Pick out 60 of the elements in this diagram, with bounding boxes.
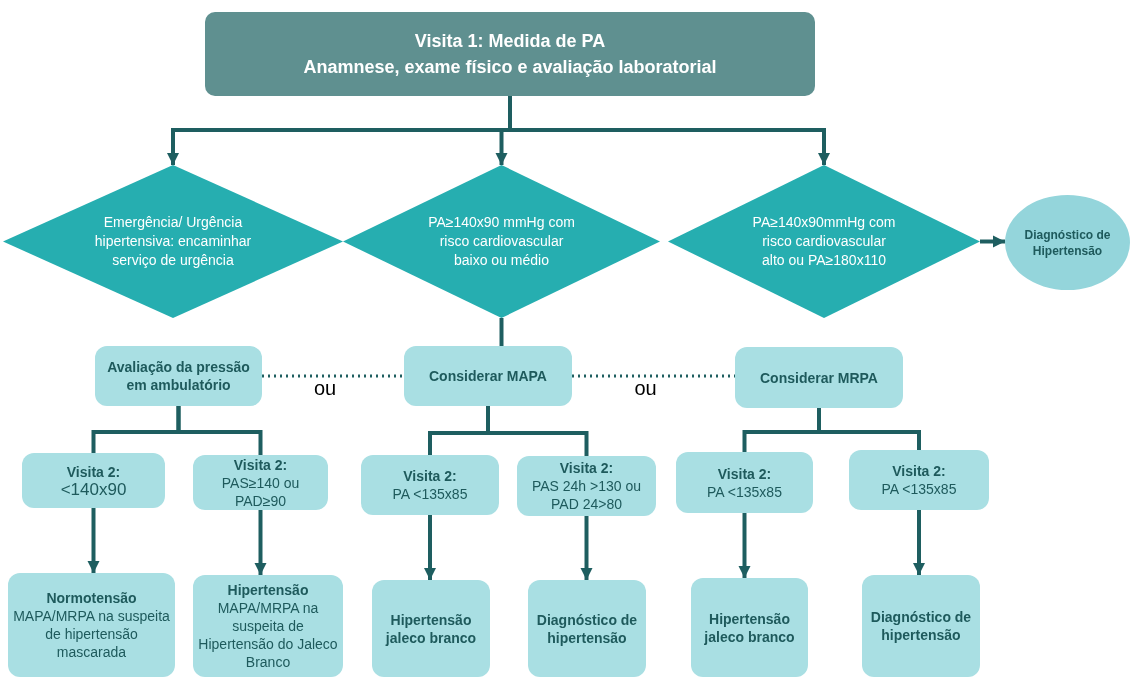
process-box xyxy=(8,573,175,677)
process-box xyxy=(372,580,490,677)
process-box xyxy=(404,346,572,406)
box-heading: Considerar MAPA xyxy=(429,367,547,385)
process-box xyxy=(517,456,656,516)
box-text: PA <135x85 xyxy=(881,480,957,498)
box-heading: Visita 2: xyxy=(717,464,772,483)
box-text: MAPA/MRPA na suspeita de Hipertensão do Jaleco Branco xyxy=(197,599,339,671)
box-text: Emergência/ Urgência hipertensiva: encaminhar serviço de urgência xyxy=(93,213,253,270)
process-box xyxy=(193,455,328,510)
arrow xyxy=(980,235,1005,248)
dotted-connector xyxy=(262,374,404,378)
box-text: <140x90 xyxy=(60,480,127,499)
box-text: Diagnóstico de Hipertensão xyxy=(1023,226,1112,259)
box-heading: Anamnese, exame físico e avaliação laboratorial xyxy=(303,56,717,79)
arrow xyxy=(424,515,436,580)
box-heading: Visita 2: xyxy=(403,467,457,485)
box-heading: Visita 2: xyxy=(892,462,946,480)
edge-label: ou xyxy=(314,377,337,399)
process-box xyxy=(862,575,980,677)
box-heading: Hipertensão jaleco branco xyxy=(703,609,796,646)
box-heading: Visita 2: xyxy=(559,459,614,477)
box-heading: Diagnóstico de hipertensão xyxy=(535,610,639,647)
box-heading: Normotensão xyxy=(46,589,137,607)
arrow xyxy=(913,510,925,575)
arrow xyxy=(580,516,593,580)
arrow xyxy=(254,510,267,575)
connector-line xyxy=(499,318,504,346)
box-heading: Visita 2: xyxy=(66,462,121,481)
process-box xyxy=(95,346,262,406)
process-box xyxy=(22,453,165,508)
connector-line xyxy=(817,408,921,450)
box-heading: Hipertensão xyxy=(227,581,309,599)
box-text: PA≥140x90 mmHg com risco cardiovascular baixo ou médio xyxy=(427,213,576,270)
box-text: MAPA/MRPA na suspeita de hipertensão mascarada xyxy=(12,607,171,661)
box-text: PAS≥140 ou PAD≥90 xyxy=(220,473,301,510)
box-heading: Considerar MRPA xyxy=(760,368,878,387)
box-text: PA <135x85 xyxy=(392,485,468,503)
connector-line xyxy=(176,406,263,455)
process-box xyxy=(193,575,343,677)
box-text: PA <135x85 xyxy=(707,482,782,501)
process-box xyxy=(205,12,815,96)
box-text: PA≥140x90mmHg com risco cardiovascular alto ou PA≥180x110 xyxy=(751,213,897,270)
box-heading: Visita 2: xyxy=(233,455,288,474)
process-box xyxy=(849,450,989,510)
box-text: PAS 24h >130 ou PAD 24>80 xyxy=(530,477,643,513)
edge-label: ou xyxy=(634,377,657,399)
connector-line xyxy=(486,406,589,456)
arrow xyxy=(738,513,751,578)
box-heading: Hipertensão jaleco branco xyxy=(384,610,478,647)
process-box xyxy=(528,580,646,677)
process-box xyxy=(691,578,808,677)
box-heading: Avaliação da pressão em ambulatório xyxy=(106,358,251,394)
arrow xyxy=(508,96,830,165)
box-heading: Visita 1: Medida de PA xyxy=(414,30,606,53)
process-box xyxy=(735,347,903,408)
process-box xyxy=(361,455,499,515)
arrow xyxy=(87,508,100,573)
box-heading: Diagnóstico de hipertensão xyxy=(869,608,973,644)
process-box xyxy=(676,452,813,513)
